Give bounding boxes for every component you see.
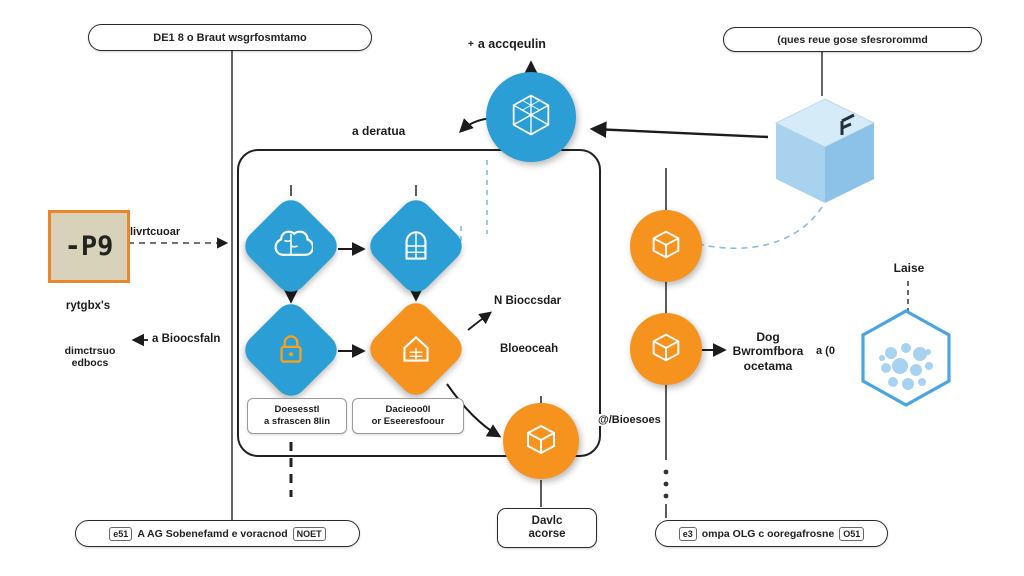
house-icon <box>395 328 437 370</box>
pill-bottom-center-line1: Davlc <box>531 514 563 527</box>
bloeoceah-label: Bloeoceah <box>498 343 561 355</box>
plus-marker-icon: + <box>468 38 474 50</box>
pill-bottom-left-prefix: e51 <box>109 526 133 541</box>
bioesoes-label: @/Bioesoes <box>596 414 663 426</box>
pill-bottom-right-badge: O51 <box>839 526 865 541</box>
a-zero-label: a (0 <box>816 345 835 357</box>
left-note-line1: dimctrsuo <box>64 345 116 357</box>
pill-top-right-text: (ques reue gose sfesrorommd <box>777 33 928 46</box>
dog-label: Dog Bwromfbora ocetama <box>726 330 810 373</box>
node-window <box>363 193 469 299</box>
logo-caption: rytgbx's <box>65 300 111 312</box>
lattice-cube-icon <box>505 89 557 146</box>
labelbox-1: Doesesstl a sfrascen 8lin <box>247 398 347 434</box>
node-storage-1 <box>630 210 702 282</box>
acquire-label-text: a accqeulin <box>477 37 546 51</box>
node-acquire-hub <box>486 72 576 162</box>
pill-bottom-left-text: A AG Sobenefamd e voracnod <box>137 527 288 540</box>
column-dot <box>663 481 669 487</box>
labelbox-1-line2: a sfrascen 8lin <box>263 416 330 427</box>
pill-bottom-left: e51 A AG Sobenefamd e voracnod NOET <box>75 520 360 547</box>
pill-bottom-right-prefix: e3 <box>678 526 697 541</box>
pill-bottom-center-line2: acorse <box>528 528 566 540</box>
labelbox-2-line1: Dacieoo0l <box>385 404 431 416</box>
pill-bottom-right-text: ompa OLG c ooregafrosne <box>701 527 835 540</box>
brain-icon <box>269 224 313 268</box>
laise-label: Laise <box>893 261 925 275</box>
iso-cube-icon <box>647 225 685 268</box>
labelbox-2-line2: or Eseeresfoour <box>371 416 445 427</box>
pill-top-left-text: DE1 8 o Braut wsgrfosmtamo <box>153 31 307 44</box>
left-note: dimctrsuo edbocs <box>44 345 136 369</box>
column-dot <box>663 493 669 499</box>
node-house <box>363 296 469 402</box>
left-note-line2: edbocs <box>71 357 109 369</box>
pill-bottom-center: Davlc acorse <box>497 508 597 548</box>
main-container-outline <box>237 149 601 457</box>
padlock-icon <box>270 329 312 371</box>
pill-top-left: DE1 8 o Braut wsgrfosmtamo <box>88 24 372 51</box>
connector-left-label: livrtcuoar <box>130 226 181 238</box>
to-bioccsdar-arrow <box>467 311 493 331</box>
column-dot <box>663 469 669 475</box>
dog-label-line2: Bwromfbora <box>732 344 804 359</box>
cube-glyph-icon <box>840 113 855 135</box>
logo-square: -P9 <box>48 210 130 283</box>
node-storage-2 <box>630 313 702 385</box>
labelbox-1-line1: Doesesstl <box>274 404 320 416</box>
blue-cube-object <box>770 95 880 212</box>
node-brain <box>238 193 344 299</box>
logo-text: -P9 <box>64 231 114 262</box>
pill-top-right: (ques reue gose sfesrorommd <box>723 27 982 52</box>
hexagon-object <box>856 308 956 413</box>
dog-label-line1: Dog <box>756 330 780 344</box>
house-to-device-arrow <box>446 383 502 438</box>
arched-window-icon <box>395 225 437 267</box>
hexagon-dots-graphic <box>861 309 951 407</box>
node-device <box>503 403 579 479</box>
acquire-label: + a accqeulin <box>468 37 546 51</box>
deratua-label: a deratua <box>352 124 406 138</box>
dog-label-line3: ocetama <box>743 358 793 373</box>
n-bioccsdar-label: N Bioccsdar <box>492 295 564 307</box>
iso-cube-icon <box>647 328 685 371</box>
labelbox-2: Dacieoo0l or Eseeresfoour <box>352 398 464 434</box>
pill-bottom-left-badge: NOET <box>292 526 326 541</box>
cube-to-hub-arrow <box>589 121 769 139</box>
3d-cube-graphic <box>774 98 876 203</box>
node-lock <box>238 297 344 403</box>
biocsfain-label: a Bioocsfaln <box>152 333 221 345</box>
iso-cube-icon <box>521 419 561 464</box>
pill-bottom-right: e3 ompa OLG c ooregafrosne O51 <box>655 520 888 547</box>
